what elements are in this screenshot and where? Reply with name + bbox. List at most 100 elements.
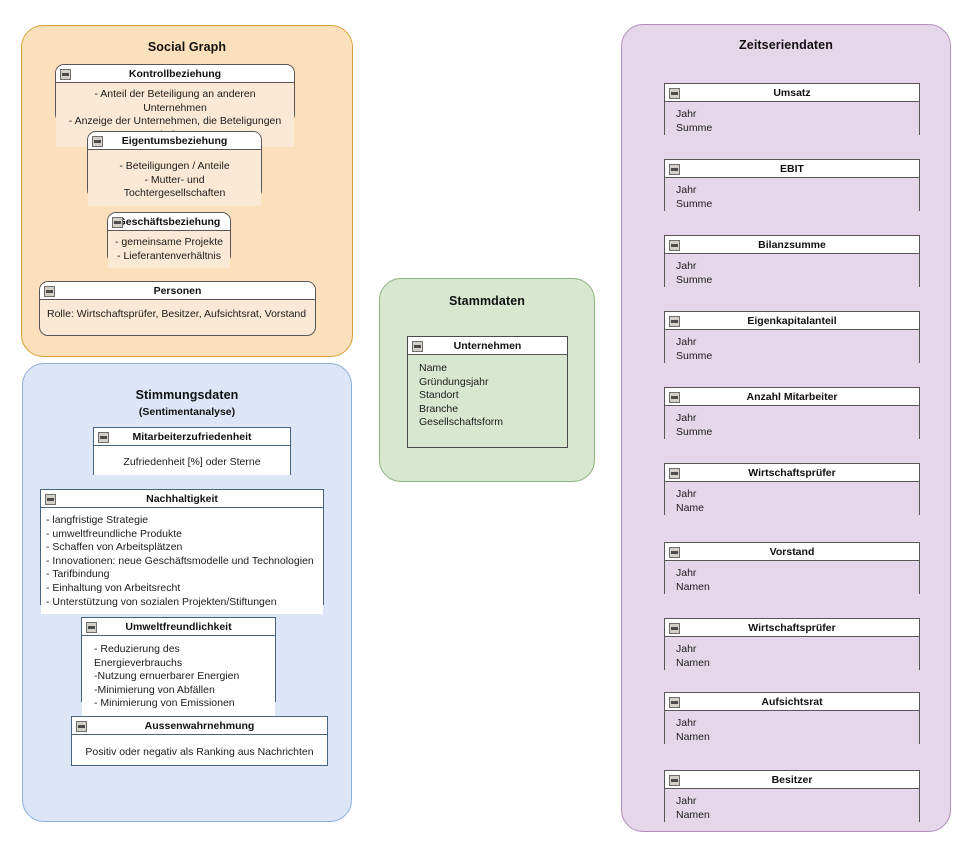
- collapse-minus-icon[interactable]: [92, 136, 103, 147]
- card-title-unternehmen: Unternehmen: [453, 340, 522, 352]
- card-aussenwahrnehmung[interactable]: Aussenwahrnehmung Positiv oder negativ a…: [71, 716, 328, 766]
- card-body-wirtschaftspruefer-2: Jahr Namen: [665, 637, 919, 676]
- card-body-bilanzsumme: Jahr Summe: [665, 254, 919, 293]
- card-title-mitarbeiterzufriedenheit: Mitarbeiterzufriedenheit: [132, 431, 252, 443]
- card-title-bilanzsumme: Bilanzsumme: [758, 239, 826, 251]
- card-header-wirtschaftspruefer-1[interactable]: Wirtschaftsprüfer: [665, 464, 919, 482]
- group-title-stimmungsdaten: Stimmungsdaten: [135, 388, 239, 402]
- card-body-umweltfreundlichkeit: - Reduzierung des Energieverbrauchs -Nut…: [82, 636, 275, 716]
- card-wirtschaftspruefer-1[interactable]: Wirtschaftsprüfer Jahr Name: [664, 463, 920, 521]
- card-title-besitzer: Besitzer: [771, 774, 813, 786]
- card-body-ebit: Jahr Summe: [665, 178, 919, 217]
- card-title-umweltfreundlichkeit: Umweltfreundlichkeit: [125, 621, 232, 633]
- card-body-wirtschaftspruefer-1: Jahr Name: [665, 482, 919, 521]
- card-header-wirtschaftspruefer-2[interactable]: Wirtschaftsprüfer: [665, 619, 919, 637]
- card-nachhaltigkeit[interactable]: Nachhaltigkeit - langfristige Strategie …: [40, 489, 324, 615]
- collapse-minus-icon[interactable]: [98, 432, 109, 443]
- card-title-eigenkapitalanteil: Eigenkapitalanteil: [747, 315, 837, 327]
- card-vorstand[interactable]: Vorstand Jahr Namen: [664, 542, 920, 600]
- card-umweltfreundlichkeit[interactable]: Umweltfreundlichkeit - Reduzierung des E…: [81, 617, 276, 716]
- card-header-mitarbeiterzufriedenheit[interactable]: Mitarbeiterzufriedenheit: [94, 428, 290, 446]
- card-title-personen: Personen: [153, 285, 202, 297]
- card-header-vorstand[interactable]: Vorstand: [665, 543, 919, 561]
- card-header-ebit[interactable]: EBIT: [665, 160, 919, 178]
- card-body-mitarbeiterzufriedenheit: Zufriedenheit [%] oder Sterne: [94, 446, 290, 475]
- card-title-wirtschaftspruefer-2: Wirtschaftsprüfer: [748, 622, 836, 634]
- collapse-minus-icon[interactable]: [669, 164, 680, 175]
- collapse-minus-icon[interactable]: [669, 547, 680, 558]
- collapse-minus-icon[interactable]: [669, 316, 680, 327]
- collapse-minus-icon[interactable]: [669, 88, 680, 99]
- card-header-geschaeftsbeziehung[interactable]: Geschäftsbeziehung: [108, 213, 230, 231]
- group-title-stammdaten: Stammdaten: [448, 294, 526, 308]
- card-header-umweltfreundlichkeit[interactable]: Umweltfreundlichkeit: [82, 618, 275, 636]
- card-title-kontrollbeziehung: Kontrollbeziehung: [128, 68, 222, 80]
- group-title-zeitseriendaten: Zeitseriendaten: [739, 38, 833, 52]
- card-aufsichtsrat[interactable]: Aufsichtsrat Jahr Namen: [664, 692, 920, 750]
- card-unternehmen[interactable]: Unternehmen Name Gründungsjahr Standort …: [407, 336, 568, 448]
- card-title-aussenwahrnehmung: Aussenwahrnehmung: [144, 720, 255, 732]
- card-body-eigenkapitalanteil: Jahr Summe: [665, 330, 919, 369]
- card-geschaeftsbeziehung[interactable]: Geschäftsbeziehung - gemeinsame Projekte…: [107, 212, 231, 269]
- group-title-social-graph: Social Graph: [147, 40, 227, 54]
- card-besitzer[interactable]: Besitzer Jahr Namen: [664, 770, 920, 828]
- collapse-minus-icon[interactable]: [76, 721, 87, 732]
- card-body-eigentumsbeziehung: - Beteiligungen / Anteile - Mutter- und …: [88, 150, 261, 206]
- card-title-umsatz: Umsatz: [773, 87, 811, 99]
- card-header-besitzer[interactable]: Besitzer: [665, 771, 919, 789]
- card-personen[interactable]: Personen Rolle: Wirtschaftsprüfer, Besit…: [39, 281, 316, 336]
- card-body-nachhaltigkeit: - langfristige Strategie - umweltfreundl…: [41, 508, 323, 615]
- card-title-wirtschaftspruefer-1: Wirtschaftsprüfer: [748, 467, 836, 479]
- card-kontrollbeziehung[interactable]: Kontrollbeziehung - Anteil der Beteiligu…: [55, 64, 295, 148]
- collapse-minus-icon[interactable]: [669, 392, 680, 403]
- card-eigenkapitalanteil[interactable]: Eigenkapitalanteil Jahr Summe: [664, 311, 920, 369]
- collapse-minus-icon[interactable]: [112, 217, 123, 228]
- card-body-vorstand: Jahr Namen: [665, 561, 919, 600]
- card-body-geschaeftsbeziehung: - gemeinsame Projekte - Lieferantenverhä…: [108, 231, 230, 269]
- group-stimmungsdaten[interactable]: Stimmungsdaten (Sentimentanalyse) Mitarb…: [22, 363, 352, 822]
- card-header-aufsichtsrat[interactable]: Aufsichtsrat: [665, 693, 919, 711]
- card-body-aufsichtsrat: Jahr Namen: [665, 711, 919, 750]
- card-header-unternehmen[interactable]: Unternehmen: [408, 337, 567, 355]
- card-header-aussenwahrnehmung[interactable]: Aussenwahrnehmung: [72, 717, 327, 735]
- card-body-aussenwahrnehmung: Positiv oder negativ als Ranking aus Nac…: [72, 735, 327, 765]
- card-title-geschaeftsbeziehung: Geschäftsbeziehung: [117, 216, 221, 228]
- card-umsatz[interactable]: Umsatz Jahr Summe: [664, 83, 920, 141]
- collapse-minus-icon[interactable]: [669, 240, 680, 251]
- card-anzahl-mitarbeiter[interactable]: Anzahl Mitarbeiter Jahr Summe: [664, 387, 920, 445]
- card-body-besitzer: Jahr Namen: [665, 789, 919, 828]
- collapse-minus-icon[interactable]: [412, 341, 423, 352]
- collapse-minus-icon[interactable]: [44, 286, 55, 297]
- card-wirtschaftspruefer-2[interactable]: Wirtschaftsprüfer Jahr Namen: [664, 618, 920, 676]
- card-title-eigentumsbeziehung: Eigentumsbeziehung: [121, 135, 228, 147]
- collapse-minus-icon[interactable]: [86, 622, 97, 633]
- card-title-aufsichtsrat: Aufsichtsrat: [761, 696, 823, 708]
- group-zeitseriendaten[interactable]: Zeitseriendaten Umsatz Jahr Summe EBIT J…: [621, 24, 951, 832]
- card-body-personen: Rolle: Wirtschaftsprüfer, Besitzer, Aufs…: [40, 300, 315, 327]
- card-ebit[interactable]: EBIT Jahr Summe: [664, 159, 920, 217]
- card-eigentumsbeziehung[interactable]: Eigentumsbeziehung - Beteiligungen / Ant…: [87, 131, 262, 206]
- collapse-minus-icon[interactable]: [669, 775, 680, 786]
- card-header-eigenkapitalanteil[interactable]: Eigenkapitalanteil: [665, 312, 919, 330]
- card-header-eigentumsbeziehung[interactable]: Eigentumsbeziehung: [88, 132, 261, 150]
- collapse-minus-icon[interactable]: [669, 697, 680, 708]
- card-header-umsatz[interactable]: Umsatz: [665, 84, 919, 102]
- collapse-minus-icon[interactable]: [669, 468, 680, 479]
- group-stammdaten[interactable]: Stammdaten Unternehmen Name Gründungsjah…: [379, 278, 595, 482]
- card-title-anzahl-mitarbeiter: Anzahl Mitarbeiter: [746, 391, 838, 403]
- collapse-minus-icon[interactable]: [669, 623, 680, 634]
- card-bilanzsumme[interactable]: Bilanzsumme Jahr Summe: [664, 235, 920, 293]
- collapse-minus-icon[interactable]: [45, 494, 56, 505]
- card-title-vorstand: Vorstand: [769, 546, 815, 558]
- card-mitarbeiterzufriedenheit[interactable]: Mitarbeiterzufriedenheit Zufriedenheit […: [93, 427, 291, 475]
- card-header-personen[interactable]: Personen: [40, 282, 315, 300]
- card-body-umsatz: Jahr Summe: [665, 102, 919, 141]
- card-body-anzahl-mitarbeiter: Jahr Summe: [665, 406, 919, 445]
- collapse-minus-icon[interactable]: [60, 69, 71, 80]
- card-header-nachhaltigkeit[interactable]: Nachhaltigkeit: [41, 490, 323, 508]
- group-social-graph[interactable]: Social Graph Kontrollbeziehung - Anteil …: [21, 25, 353, 357]
- card-header-kontrollbeziehung[interactable]: Kontrollbeziehung: [56, 65, 294, 83]
- card-header-bilanzsumme[interactable]: Bilanzsumme: [665, 236, 919, 254]
- card-header-anzahl-mitarbeiter[interactable]: Anzahl Mitarbeiter: [665, 388, 919, 406]
